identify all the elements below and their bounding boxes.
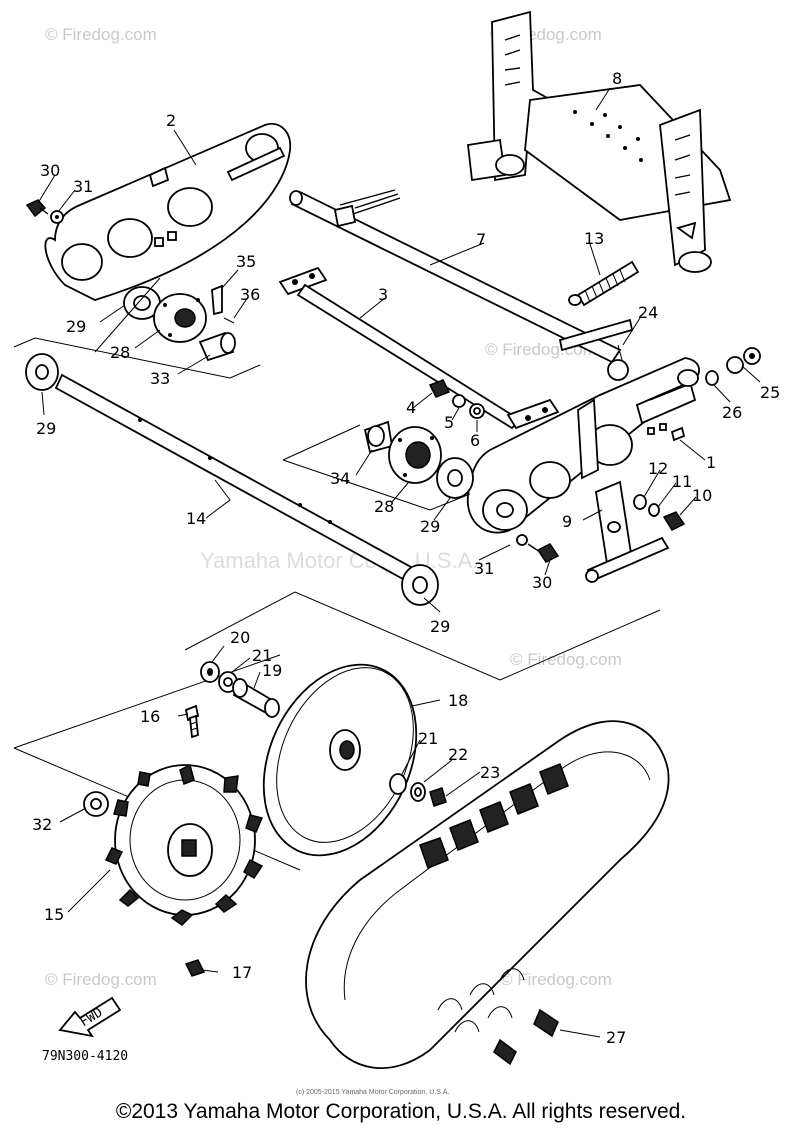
sprocket-hub-28-middle: [388, 426, 442, 484]
washer-22: [410, 782, 426, 802]
part-label-29-upper: 29: [66, 317, 86, 336]
shaft-7: [289, 189, 634, 381]
part-label-30-lower: 30: [532, 573, 552, 592]
washer-20: [200, 661, 220, 683]
track-belt-27: [305, 720, 670, 1070]
part-label-10: 10: [692, 486, 712, 505]
part-label-21-lower: 21: [418, 729, 438, 748]
part-label-25: 25: [760, 383, 780, 402]
washer-26: [705, 370, 719, 386]
clip-36: [223, 317, 235, 324]
collar-33: [198, 331, 236, 362]
part-label-6: 6: [470, 431, 480, 450]
part-label-33: 33: [150, 369, 170, 388]
part-label-31-lower: 31: [474, 559, 494, 578]
frame-bracket: [467, 10, 732, 273]
bolt-30-lower: [527, 543, 560, 563]
small-print: (c) 2005-2015 Yamaha Motor Corporation, …: [296, 1089, 449, 1096]
part-label-2: 2: [166, 111, 176, 130]
nut-23: [429, 787, 447, 807]
part-label-29-lower: 29: [430, 617, 450, 636]
part-label-27: 27: [606, 1028, 626, 1047]
part-label-5: 5: [444, 413, 454, 432]
part-label-9: 9: [562, 512, 572, 531]
part-label-16: 16: [140, 707, 160, 726]
watermark-right-lower: © Firedog.com: [500, 970, 612, 989]
chain-case-inner: [467, 357, 700, 534]
sprocket-hub-28-upper: [153, 293, 207, 343]
part-label-34: 34: [330, 469, 350, 488]
part-label-14: 14: [186, 509, 206, 528]
spring-13: [568, 260, 640, 307]
bearing-29-upper: [123, 286, 161, 320]
forward-arrow-icon: FWD: [58, 996, 122, 1038]
nut-25: [726, 347, 761, 374]
watermark-top: © Firedog.com: [45, 25, 157, 44]
collar-34: [363, 420, 394, 454]
copyright-footer: ©2013 Yamaha Motor Corporation, U.S.A. A…: [115, 1100, 687, 1123]
drive-sprocket-15: [104, 763, 264, 926]
part-label-19: 19: [262, 661, 282, 680]
part-label-23: 23: [480, 763, 500, 782]
washer-21-lower: [389, 773, 407, 795]
bushing-32: [83, 791, 109, 817]
bearing-29-middle: [436, 457, 474, 499]
washer-5: [452, 394, 466, 408]
group-line-middle: [282, 424, 471, 511]
bolt-10: [662, 511, 686, 531]
part-label-29-middle: 29: [420, 517, 440, 536]
pin-24: [617, 344, 623, 361]
part-label-18: 18: [448, 691, 468, 710]
key-35: [211, 284, 223, 316]
watermark-center: Yamaha Motor Corp., U.S.A.: [200, 548, 478, 573]
shaft-14: [25, 353, 439, 606]
part-label-31-upper: 31: [73, 177, 93, 196]
part-label-7: 7: [476, 230, 486, 249]
part-label-24: 24: [638, 303, 658, 322]
part-label-30-upper: 30: [40, 161, 60, 180]
nut-17: [184, 959, 206, 977]
nut-6: [469, 403, 485, 419]
group-line-upper-left-2: [94, 277, 161, 353]
part-label-13: 13: [584, 229, 604, 248]
watermark-left-lower: © Firedog.com: [45, 970, 157, 989]
washer-12: [633, 494, 647, 510]
group-line-lower: [184, 591, 661, 681]
bolt-30-upper: [25, 199, 49, 218]
part-label-12: 12: [648, 459, 668, 478]
group-line-upper-left: [13, 337, 261, 379]
part-label-21-upper: 21: [252, 646, 272, 665]
washer-31-upper: [50, 210, 64, 224]
watermark-right-mid: © Firedog.com: [510, 650, 622, 669]
leader-lines: [37, 87, 761, 1038]
part-label-20: 20: [230, 628, 250, 647]
bolt-4: [428, 379, 451, 398]
part-label-36: 36: [240, 285, 260, 304]
part-label-35: 35: [236, 252, 256, 271]
part-label-17: 17: [232, 963, 252, 982]
part-label-32: 32: [32, 815, 52, 834]
part-label-11: 11: [672, 472, 692, 491]
part-label-8: 8: [612, 69, 622, 88]
shaft-3: [278, 266, 560, 430]
part-label-3: 3: [378, 285, 388, 304]
bracket-9: [585, 480, 670, 583]
washer-11: [648, 503, 660, 517]
part-label-1: 1: [706, 453, 716, 472]
chain-case-outer: [44, 123, 292, 301]
bolt-16: [184, 704, 200, 739]
washer-31-lower: [516, 534, 528, 546]
part-label-4: 4: [406, 398, 416, 417]
part-label-28-middle: 28: [374, 497, 394, 516]
idler-wheel-18: [262, 663, 418, 857]
part-label-26: 26: [722, 403, 742, 422]
part-label-29-left: 29: [36, 419, 56, 438]
part-label-15: 15: [44, 905, 64, 924]
diagram-code: 79N300-4120: [42, 1049, 128, 1064]
part-label-28-upper: 28: [110, 343, 130, 362]
collar-19: [232, 678, 280, 718]
part-label-22: 22: [448, 745, 468, 764]
